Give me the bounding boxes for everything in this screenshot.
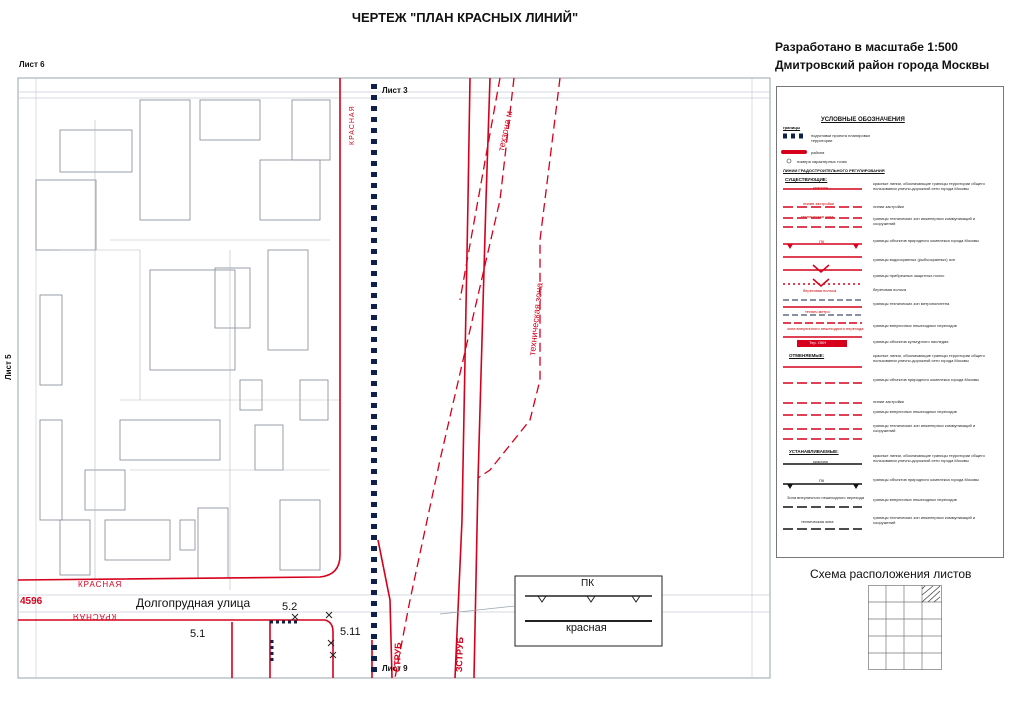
- red-line-label-flipped: КРАСНАЯ: [72, 612, 117, 621]
- legend-e-shore: береговая полоса: [803, 288, 837, 293]
- scale-text: Разработано в масштабе 1:500: [775, 40, 958, 54]
- legend-group-bounds: границы: [783, 125, 801, 130]
- inset-box: [514, 575, 663, 647]
- red-lines: [17, 77, 491, 679]
- scheme-title: Схема расположения листов: [810, 567, 972, 581]
- legend-e-ter: Тер. ОКН: [809, 340, 827, 345]
- strip-label-2: ЗСТРУБ: [454, 636, 466, 673]
- legend-symbols: [781, 133, 862, 530]
- legend-cancelled: ОТМЕНЯЕМЫЕ:: [789, 353, 825, 358]
- district-text: Дмитровский район города Москвы: [775, 58, 990, 72]
- legend-e-red: красная: [813, 185, 828, 190]
- legend-established: УСТАНАВЛИВАЕМЫЕ:: [789, 449, 839, 454]
- legend-panel: УСЛОВНЫЕ ОБОЗНАЧЕНИЯ границы подготовки …: [776, 86, 1004, 558]
- legend-c5: границы технических зон инженерных комму…: [873, 423, 976, 433]
- legend-group-lines: ЛИНИИ ГРАДОСТРОИТЕЛЬНОГО РЕГУЛИРОВАНИЯ: [783, 168, 885, 173]
- legend-b2: района: [811, 150, 825, 155]
- legend-e4: границы объектов природного комплекса го…: [873, 238, 979, 243]
- drawing-title: ЧЕРТЕЖ "ПЛАН КРАСНЫХ ЛИНИЙ": [351, 10, 579, 25]
- street-name: Долгопрудная улица: [136, 596, 251, 610]
- tech-zone-lines: [394, 77, 561, 679]
- sheet-scheme-grid: [868, 585, 942, 670]
- legend-e-build: линия застройки: [803, 201, 834, 206]
- legend-b1: подготовки проекта планировки территории: [811, 133, 870, 143]
- inset-red-label: красная: [566, 622, 607, 634]
- legend-e-metro: технич.метро: [805, 309, 830, 314]
- legend-s1: красные линии, обозначающие границы терр…: [873, 453, 985, 463]
- legend-e-ped: зона внеуличного пешеходного перехода: [787, 326, 864, 331]
- legend-c3: линии застройки: [873, 399, 904, 404]
- legend-s4: границы технических зон инженерных комму…: [873, 515, 976, 525]
- legend-c2: границы объектов природного комплекса го…: [873, 377, 979, 382]
- legend-e8: границы технических зон метрополитена: [873, 301, 950, 306]
- legend-s3: границы внеуличных пешеходных переходов: [873, 497, 957, 502]
- sheet-9-label: Лист 9: [382, 664, 408, 673]
- buildings: [35, 99, 331, 579]
- legend-e2: линии застройки: [873, 204, 904, 209]
- lot-5-1: 5.1: [190, 628, 206, 640]
- legend-e6: границы прибрежных защитных полос: [873, 273, 945, 278]
- lot-5-2: 5.2: [282, 601, 298, 613]
- legend-e7: береговая полоса: [873, 287, 907, 292]
- red-line-label-vertical: КРАСНАЯ: [349, 105, 356, 145]
- legend-e5: границы водоохранных (рыбоохранных) зон: [873, 257, 955, 262]
- sheet-5-label: Лист 5: [4, 354, 13, 380]
- strip-label-1: СТРУБ: [392, 642, 404, 673]
- scale-block: Разработано в масштабе 1:500 Дмитровский…: [775, 38, 989, 74]
- legend-existing: СУЩЕСТВУЮЩИЕ:: [785, 177, 828, 182]
- map-frame: [17, 77, 771, 679]
- legend-c4: границы внеуличных пешеходных переходов: [873, 409, 957, 414]
- legend-b3: номера характерных точек: [797, 159, 847, 164]
- legend-e10: границы объектов культурного наследия: [873, 339, 949, 344]
- point-marks: [291, 611, 337, 659]
- lot-5-11: 5.11: [340, 626, 361, 638]
- legend-s-pk: ПК: [819, 478, 825, 483]
- sheet-6-label: Лист 6: [19, 60, 45, 69]
- legend-s-red: красная: [813, 459, 828, 464]
- legend-s-tech: техническая зона: [801, 519, 834, 524]
- legend-c1: красные линии, обозначающие границы терр…: [873, 353, 985, 363]
- object-code: 4596: [20, 596, 43, 607]
- legend-s2: границы объектов природного комплекса го…: [873, 477, 979, 482]
- legend-e-tech: техническая зона: [801, 214, 834, 219]
- legend-e9: границы внеуличных пешеходных переходов: [873, 323, 957, 328]
- legend-e-pk: ПК: [819, 239, 825, 244]
- inset-pk-label: ПК: [581, 578, 595, 589]
- legend-title: УСЛОВНЫЕ ОБОЗНАЧЕНИЯ: [821, 117, 905, 123]
- red-line-label: КРАСНАЯ: [78, 580, 123, 589]
- sheet-3-label: Лист 3: [382, 86, 408, 95]
- legend-e1: красные линии, обозначающие границы терр…: [873, 181, 985, 191]
- legend-s-ped: Зона внеуличного пешеходного перехода: [787, 495, 865, 500]
- roads: [60, 120, 340, 590]
- legend-e3: границы технических зон инженерных комму…: [873, 216, 976, 226]
